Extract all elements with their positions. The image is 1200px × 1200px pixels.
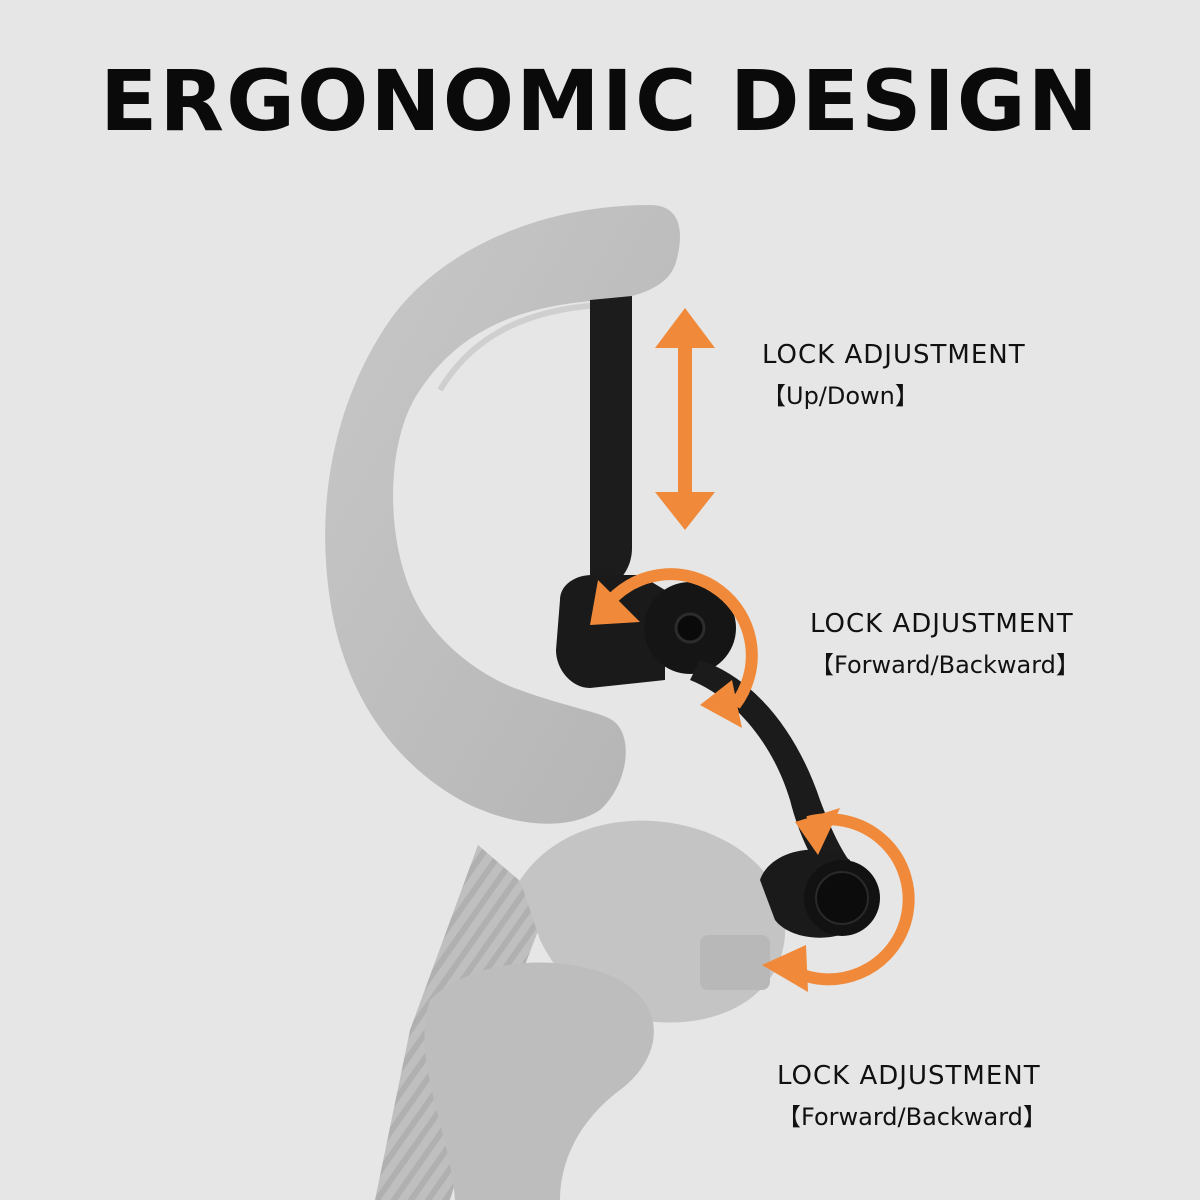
rotate-arrow-icon xyxy=(762,808,915,992)
callout-heading: LOCK ADJUSTMENT xyxy=(762,340,1026,370)
rotate-arrow-icon xyxy=(590,568,758,728)
callout-heading: LOCK ADJUSTMENT xyxy=(777,1061,1041,1091)
callout-subtext: 【Forward/Backward】 xyxy=(810,651,1080,679)
callout-up-down: LOCK ADJUSTMENT 【Up/Down】 xyxy=(762,340,1026,411)
callout-subtext: 【Up/Down】 xyxy=(762,382,919,410)
chair-back-ghost xyxy=(375,820,786,1200)
callout-heading: LOCK ADJUSTMENT xyxy=(810,609,1074,639)
page-title: ERGONOMIC DESIGN xyxy=(100,52,1100,150)
up-down-arrow-icon xyxy=(655,308,715,530)
callout-forward-backward-upper: LOCK ADJUSTMENT 【Forward/Backward】 xyxy=(810,609,1080,680)
callout-forward-backward-lower: LOCK ADJUSTMENT 【Forward/Backward】 xyxy=(777,1061,1047,1132)
callout-subtext: 【Forward/Backward】 xyxy=(777,1103,1047,1131)
headrest-pillow xyxy=(325,205,681,824)
